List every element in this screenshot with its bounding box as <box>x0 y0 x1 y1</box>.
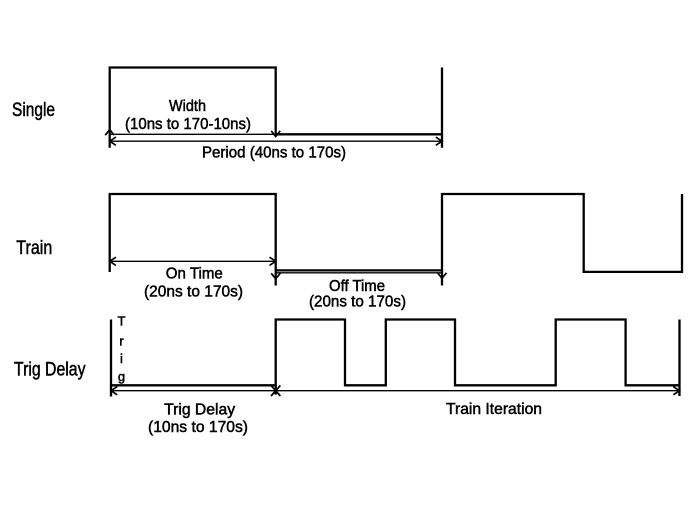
svg-text:(10ns to 170s): (10ns to 170s) <box>148 419 248 436</box>
svg-text:(20ns to 170s): (20ns to 170s) <box>144 283 243 300</box>
svg-text:r: r <box>119 334 124 349</box>
svg-text:Trig Delay: Trig Delay <box>14 359 86 381</box>
svg-text:Train Iteration: Train Iteration <box>446 401 542 418</box>
svg-text:Train: Train <box>16 237 52 259</box>
svg-text:Period (40ns to 170s): Period (40ns to 170s) <box>202 145 346 162</box>
svg-text:On Time: On Time <box>166 266 223 283</box>
svg-text:Off Time: Off Time <box>329 278 385 295</box>
svg-text:Single: Single <box>12 99 55 121</box>
svg-text:(10ns to 170-10ns): (10ns to 170-10ns) <box>125 116 251 133</box>
svg-text:Width: Width <box>169 98 206 115</box>
svg-text:g: g <box>118 369 125 384</box>
svg-text:T: T <box>118 314 126 329</box>
svg-text:(20ns to 170s): (20ns to 170s) <box>309 293 406 310</box>
svg-text:i: i <box>120 351 123 366</box>
svg-text:Trig Delay: Trig Delay <box>164 402 235 419</box>
